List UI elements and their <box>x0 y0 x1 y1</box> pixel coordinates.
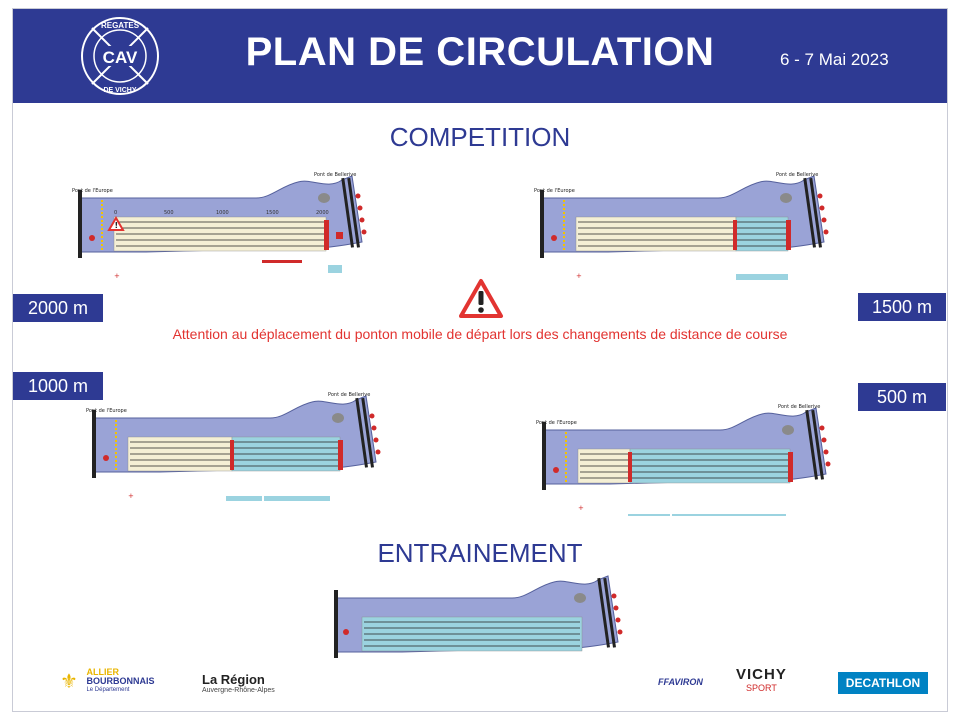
training-plan <box>333 575 623 659</box>
bridge-label-right: Pont de Bellerive <box>328 392 370 398</box>
bridge-label-left: Pont de l'Europe <box>536 420 577 426</box>
sponsor-decathlon: DECATHLON <box>838 672 928 694</box>
sponsor-ffaviron: FFAVIRON <box>658 672 703 690</box>
page-title: PLAN DE CIRCULATION <box>245 30 715 74</box>
bridge-label-left: Pont de l'Europe <box>86 408 127 414</box>
svg-text:+: + <box>578 504 584 512</box>
regates-cav-logo: REGATES CAV DE VICHY <box>81 17 159 95</box>
scale-label: 1000 <box>216 210 229 216</box>
ffaviron-text: FFAVIRON <box>658 677 703 687</box>
warning-message: Attention au déplacement du ponton mobil… <box>172 326 788 342</box>
warning-icon <box>459 279 503 318</box>
scale-label: 1500 <box>266 210 279 216</box>
bridge-label-right: Pont de Bellerive <box>314 172 356 178</box>
bridge-label-right: Pont de Bellerive <box>778 404 820 410</box>
course-plan-500: Pont de l'Europe Pont de Bellerive + <box>536 404 831 516</box>
course-plan-2000: Pont de l'Europe Pont de Bellerive 0 500… <box>72 172 367 280</box>
logo-center-text: CAV <box>103 48 138 67</box>
vichy-line1: VICHY <box>736 666 787 683</box>
logo-top-text: REGATES <box>101 21 140 30</box>
svg-text:+: + <box>128 492 134 500</box>
sponsor-region: La Région Auvergne-Rhône-Alpes <box>202 672 275 694</box>
distance-tag-2000: 2000 m <box>13 294 103 322</box>
logo-bottom-text: DE VICHY <box>103 87 136 94</box>
poster-frame <box>12 8 948 712</box>
svg-text:+: + <box>576 272 582 280</box>
scale-label: 0 <box>114 210 117 216</box>
scale-label: 2000 <box>316 210 329 216</box>
event-date: 6 - 7 Mai 2023 <box>780 50 889 69</box>
distance-tag-1500: 1500 m <box>858 293 946 321</box>
vichy-line2: SPORT <box>746 683 777 693</box>
bridge-label-right: Pont de Bellerive <box>776 172 818 178</box>
allier-line1: ALLIER <box>86 667 119 677</box>
course-plan-1500: Pont de l'Europe Pont de Bellerive + <box>534 172 829 280</box>
sponsor-allier: ⚜ ALLIER BOURBONNAIS Le Département <box>60 668 154 695</box>
distance-tag-500: 500 m <box>858 383 946 411</box>
region-line1: La Région <box>202 672 265 687</box>
course-plan-1000: Pont de l'Europe Pont de Bellerive + <box>86 392 381 501</box>
svg-text:!: ! <box>115 221 119 230</box>
scale-label: 500 <box>164 210 174 216</box>
allier-line2: BOURBONNAIS <box>86 676 155 686</box>
svg-text:+: + <box>114 272 120 280</box>
sponsor-vichy: VICHY SPORT <box>736 666 787 693</box>
bridge-label-left: Pont de l'Europe <box>72 188 113 194</box>
allier-line3: Le Département <box>86 687 130 693</box>
bridge-label-left: Pont de l'Europe <box>534 188 575 194</box>
region-line2: Auvergne-Rhône-Alpes <box>202 687 275 694</box>
distance-tag-1000: 1000 m <box>13 372 103 400</box>
header-banner <box>13 9 947 103</box>
section-title-entrainement: ENTRAINEMENT <box>377 538 583 568</box>
section-title-competition: COMPETITION <box>389 122 571 152</box>
fleur-de-lys-icon: ⚜ <box>60 670 78 693</box>
